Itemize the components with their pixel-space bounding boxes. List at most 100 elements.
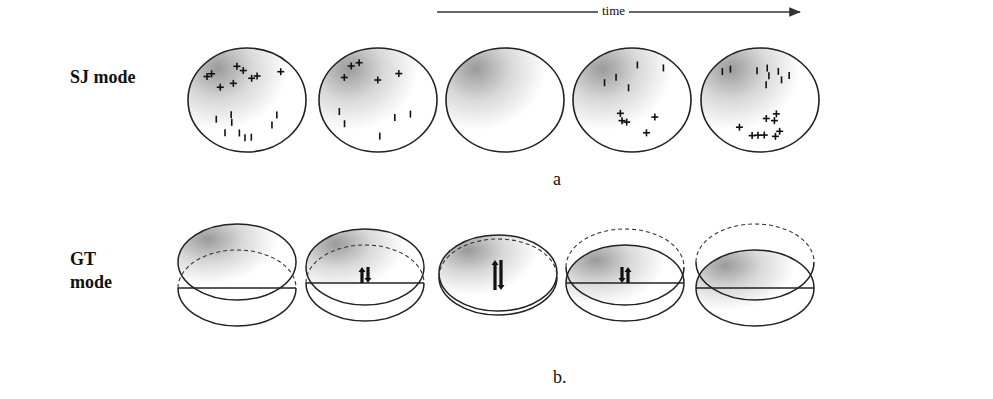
- plus-charge: [617, 110, 624, 117]
- displaced-shell-front: [439, 277, 557, 315]
- equator-line: [696, 287, 814, 288]
- minus-charge: [344, 120, 346, 127]
- displaced-shell-back: [566, 229, 684, 267]
- drop-outline: [306, 229, 424, 305]
- drop-outline: [446, 48, 564, 152]
- displaced-shell-back: [178, 250, 296, 288]
- panel-letter: b.: [553, 366, 567, 389]
- minus-charge: [722, 68, 724, 75]
- drop-outline: [439, 235, 557, 311]
- equator-line: [178, 287, 296, 288]
- displaced-shell-back: [306, 245, 424, 283]
- plus-charge: [619, 117, 626, 124]
- drop-outline: [696, 250, 814, 326]
- plus-charge: [374, 77, 381, 84]
- plus-charge: [776, 128, 783, 135]
- motion-arrow: [493, 264, 496, 290]
- minus-charge: [231, 119, 233, 126]
- drop-outline: [178, 224, 296, 300]
- row-label: SJ mode: [70, 66, 140, 89]
- displaced-shell-back: [696, 224, 814, 262]
- equator-line: [566, 282, 684, 283]
- displaced-shell-front: [306, 283, 424, 321]
- gt-frame: [439, 235, 557, 315]
- minus-charge: [615, 74, 617, 81]
- minus-charge: [239, 129, 241, 136]
- plus-charge: [773, 110, 780, 117]
- drop-outline: [319, 48, 437, 152]
- motion-arrowhead: [619, 278, 626, 283]
- minus-charge: [224, 129, 226, 136]
- gt-frames: [178, 224, 814, 326]
- plus-charge: [736, 124, 743, 131]
- minus-charge: [628, 84, 630, 91]
- drop-outline: [573, 48, 691, 152]
- displaced-shell-front: [178, 288, 296, 326]
- plus-charge: [341, 74, 348, 81]
- plus-charge: [395, 70, 402, 77]
- drop-outline: [701, 48, 819, 152]
- minus-charge: [394, 114, 396, 121]
- minus-charge: [781, 76, 783, 83]
- motion-arrowhead: [365, 278, 372, 283]
- gt-frame: [306, 229, 424, 321]
- plus-charge: [643, 129, 650, 136]
- plus-charge: [356, 59, 363, 66]
- minus-charge: [756, 67, 758, 74]
- plus-charge: [763, 115, 770, 122]
- displaced-shell-back: [439, 239, 557, 277]
- plus-charge: [623, 119, 630, 126]
- motion-arrow: [626, 271, 629, 283]
- motion-arrowhead: [359, 267, 366, 272]
- row-label: GT mode: [70, 248, 140, 293]
- displaced-shell-front: [696, 262, 814, 300]
- plus-charge: [761, 132, 768, 139]
- motion-arrow: [499, 260, 502, 286]
- plus-charge: [772, 133, 779, 140]
- sj-frame: [573, 48, 691, 152]
- equator-line: [306, 282, 424, 283]
- plus-charge: [230, 80, 237, 87]
- motion-arrow: [620, 267, 623, 279]
- motion-arrowhead: [492, 260, 499, 265]
- axis-label: time: [598, 3, 629, 19]
- motion-arrow: [366, 267, 369, 279]
- plus-charge: [254, 73, 261, 80]
- gt-frame: [566, 229, 684, 321]
- sj-frames: [188, 48, 819, 152]
- panel-letter: a: [553, 168, 561, 191]
- sj-frame: [446, 48, 564, 152]
- minus-charge: [244, 134, 246, 141]
- sj-frame: [701, 48, 819, 152]
- plus-charge: [208, 70, 215, 77]
- minus-charge: [766, 65, 768, 72]
- plus-charge: [771, 117, 778, 124]
- minus-charge: [379, 133, 381, 140]
- minus-charge: [604, 79, 606, 86]
- motion-arrow: [360, 271, 363, 283]
- minus-charge: [276, 112, 278, 119]
- plus-charge: [240, 67, 247, 74]
- plus-charge: [651, 114, 658, 121]
- motion-arrowhead: [625, 267, 632, 272]
- minus-charge: [339, 108, 341, 115]
- minus-charge: [230, 111, 232, 118]
- minus-charge: [637, 61, 639, 68]
- sj-frame: [319, 48, 437, 152]
- plus-charge: [217, 84, 224, 91]
- motion-arrowhead: [498, 285, 505, 290]
- gt-frame: [178, 224, 296, 326]
- minus-charge: [788, 72, 790, 79]
- gt-frame: [696, 224, 814, 326]
- plus-charge: [749, 132, 756, 139]
- displaced-shell-front: [566, 267, 684, 305]
- plus-charge: [348, 63, 355, 70]
- drop-outline: [188, 48, 306, 152]
- minus-charge: [271, 122, 273, 129]
- minus-charge: [251, 134, 253, 141]
- plus-charge: [277, 68, 284, 75]
- minus-charge: [778, 68, 780, 75]
- minus-charge: [663, 64, 665, 71]
